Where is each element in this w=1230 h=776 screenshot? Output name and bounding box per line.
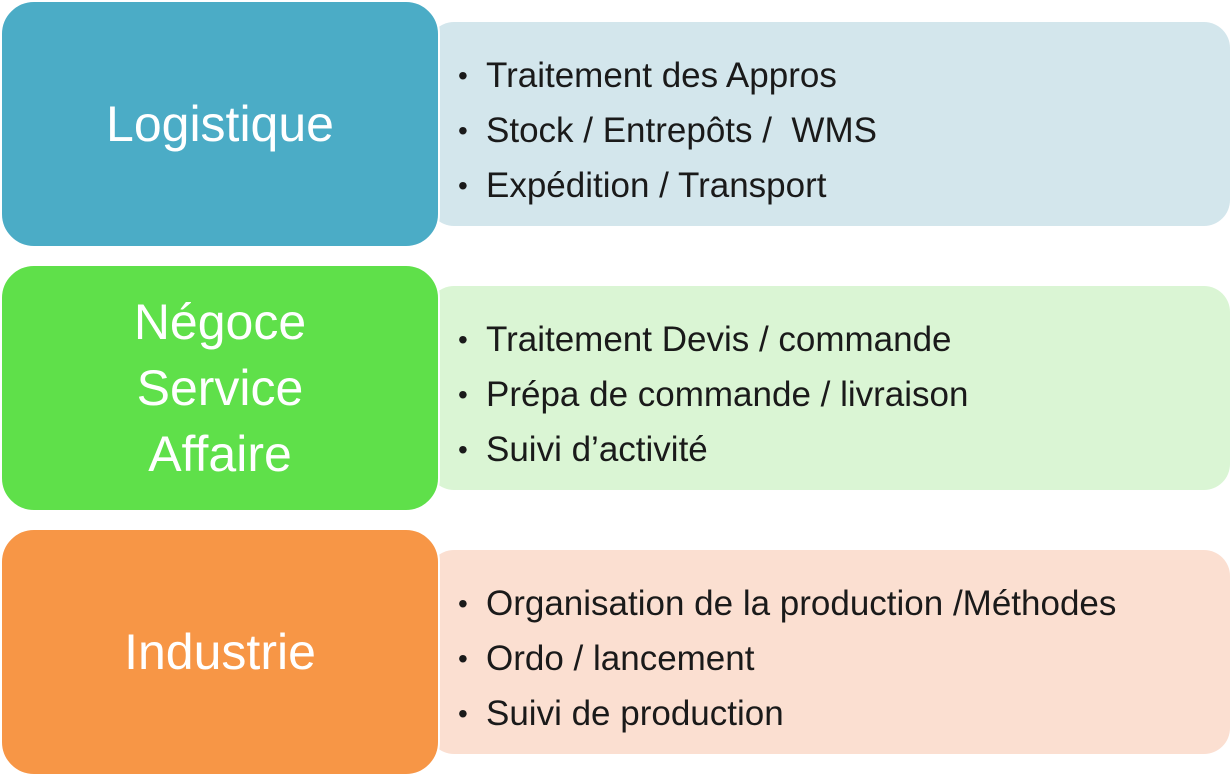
list-item: •Stock / Entrepôts / WMS [458, 103, 1230, 158]
category-box-industrie: Industrie [0, 528, 440, 776]
details-panel-industrie: •Organisation de la production /Méthodes… [428, 550, 1230, 754]
details-list-logistique: •Traitement des Appros •Stock / Entrepôt… [458, 48, 1230, 213]
category-row-negoce: •Traitement Devis / commande •Prépa de c… [0, 264, 1230, 512]
bullet-icon: • [458, 643, 468, 674]
bullet-icon: • [458, 434, 468, 465]
category-title-line: Négoce [133, 294, 307, 350]
category-row-industrie: •Organisation de la production /Méthodes… [0, 528, 1230, 776]
category-title-line: Affaire [148, 426, 292, 482]
list-item: •Expédition / Transport [458, 158, 1230, 213]
list-item: •Suivi d’activité [458, 422, 1230, 477]
category-title: Industrie [124, 624, 316, 680]
details-list-negoce: •Traitement Devis / commande •Prépa de c… [458, 312, 1230, 477]
list-item: •Traitement des Appros [458, 48, 1230, 103]
list-item: •Traitement Devis / commande [458, 312, 1230, 367]
bullet-icon: • [458, 698, 468, 729]
category-title: Logistique [106, 96, 334, 152]
bullet-icon: • [458, 170, 468, 201]
bullet-icon: • [458, 379, 468, 410]
bullet-icon: • [458, 115, 468, 146]
details-panel-logistique: •Traitement des Appros •Stock / Entrepôt… [428, 22, 1230, 226]
category-row-logistique: •Traitement des Appros •Stock / Entrepôt… [0, 0, 1230, 248]
bullet-icon: • [458, 324, 468, 355]
bullet-icon: • [458, 60, 468, 91]
category-box-negoce: Négoce Service Affaire [0, 264, 440, 512]
details-panel-negoce: •Traitement Devis / commande •Prépa de c… [428, 286, 1230, 490]
bullet-icon: • [458, 588, 468, 619]
details-list-industrie: •Organisation de la production /Méthodes… [458, 576, 1230, 741]
list-item: •Organisation de la production /Méthodes [458, 576, 1230, 631]
list-item: •Suivi de production [458, 686, 1230, 741]
list-item: •Prépa de commande / livraison [458, 367, 1230, 422]
category-title-line: Service [136, 360, 304, 416]
category-box-logistique: Logistique [0, 0, 440, 248]
list-item: •Ordo / lancement [458, 631, 1230, 686]
